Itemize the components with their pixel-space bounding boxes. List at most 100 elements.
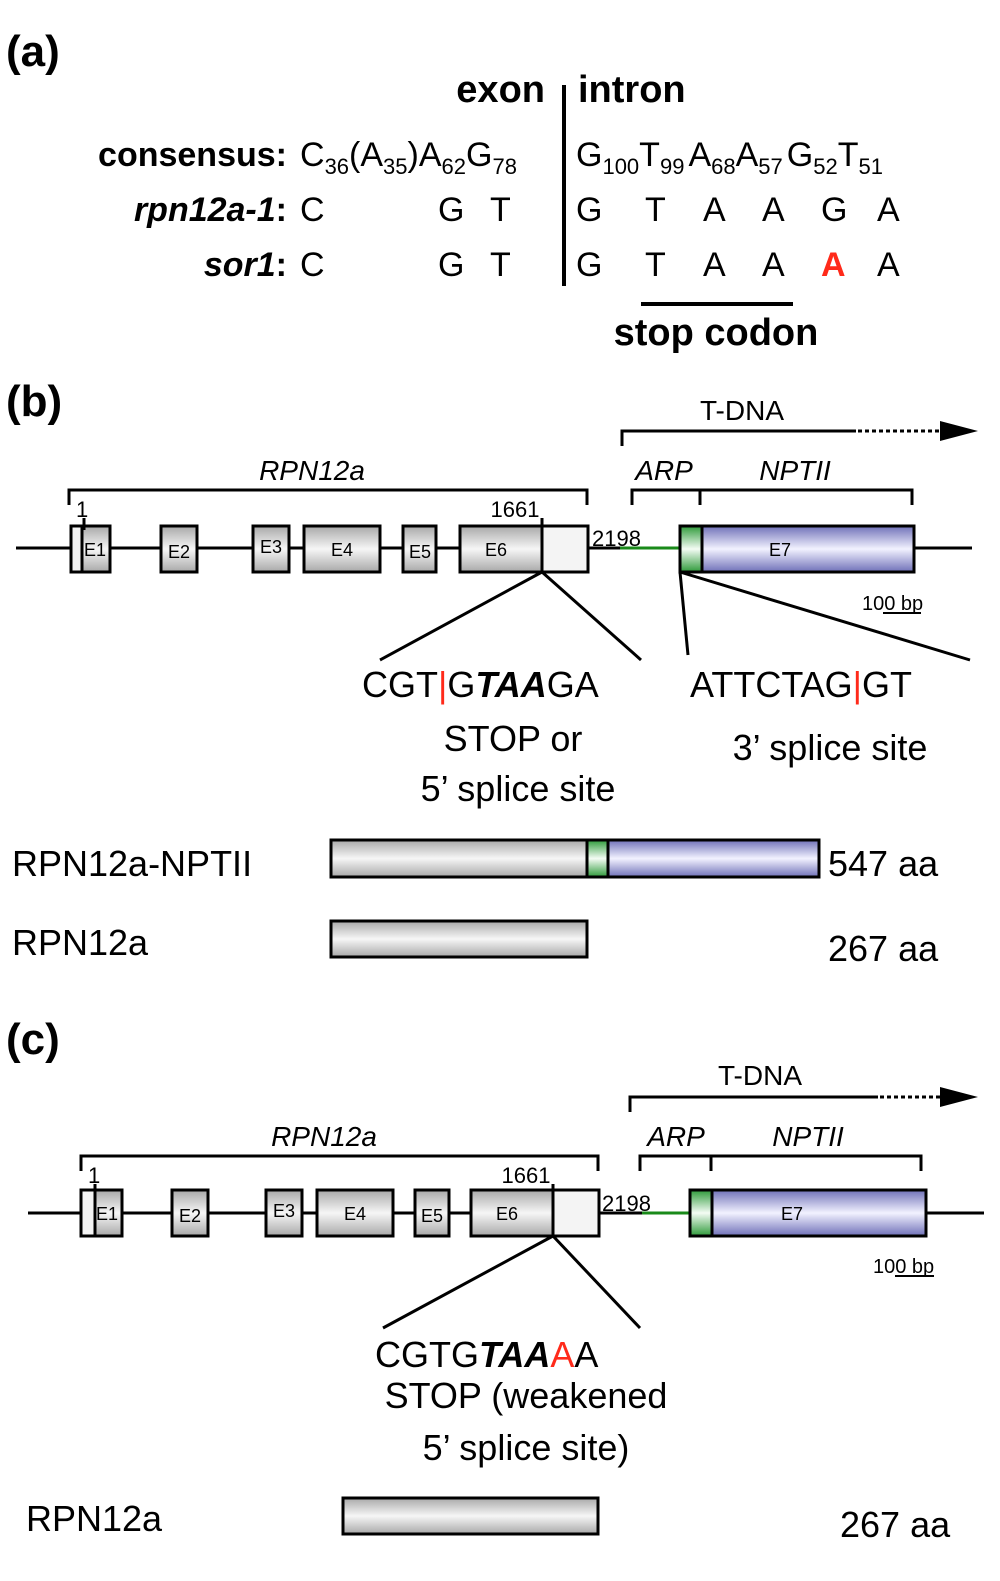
- tdna-label: T-DNA: [718, 1060, 802, 1091]
- exon-label: E2: [168, 542, 190, 562]
- base: T: [645, 191, 666, 229]
- zoom-line: [541, 570, 642, 662]
- exon-label: E2: [179, 1206, 201, 1226]
- base: G: [576, 136, 602, 174]
- tdna-label: T-DNA: [700, 395, 784, 426]
- frequency-subscript: 62: [442, 154, 466, 179]
- splice-motif-3prime: ATTCTAG|GT: [690, 664, 912, 705]
- exon-box-e6: [469, 1188, 555, 1238]
- note-5-splice-site: 5’ splice site): [423, 1427, 630, 1468]
- stop-codon-label: stop codon: [614, 312, 819, 354]
- allele-name: rpn12a-1: [134, 191, 276, 229]
- protein-bar-rpn12a-part: [329, 838, 589, 879]
- base: C: [300, 136, 325, 174]
- exon-label: E1: [96, 1204, 118, 1224]
- exon-label: E7: [781, 1204, 803, 1224]
- exon-box-e2: [159, 524, 199, 574]
- motif-segment: CGT: [362, 664, 438, 705]
- protein-length: 267 aa: [840, 1504, 951, 1545]
- rpn12a-bracket: [79, 1154, 600, 1171]
- exon-box-e5: [413, 1188, 451, 1238]
- exon-label: E7: [769, 540, 791, 560]
- motif-segment: GA: [547, 664, 599, 705]
- motif-segment: G: [447, 664, 475, 705]
- base: A: [877, 246, 900, 284]
- gene-label-nptii: NPTII: [772, 1121, 844, 1152]
- frequency-subscript: 78: [492, 154, 516, 179]
- frequency-subscript: 51: [859, 154, 883, 179]
- exon-label: E4: [331, 540, 353, 560]
- base: G: [438, 246, 464, 284]
- base: T: [838, 136, 859, 174]
- base: A: [703, 191, 726, 229]
- base: (A: [349, 136, 383, 174]
- utr-5-box: [69, 524, 84, 574]
- position-stop: 1661: [491, 497, 540, 522]
- base: T: [645, 246, 666, 284]
- colon: :: [276, 246, 287, 284]
- arp-box: [688, 1188, 714, 1238]
- zoom-line: [679, 570, 971, 662]
- frequency-subscript: 57: [758, 154, 782, 179]
- exon-box-e6: [458, 524, 544, 574]
- protein-name: RPN12a: [12, 922, 149, 963]
- row-label-rpn12a-1: rpn12a-1:: [134, 191, 287, 229]
- gene-label-arp: ARP: [645, 1121, 705, 1152]
- base: G: [787, 136, 813, 174]
- base: T: [490, 246, 511, 284]
- junction-marker: |: [438, 664, 447, 705]
- tdna-arrowhead-icon: [940, 1087, 978, 1107]
- exon-label: E3: [260, 537, 282, 557]
- splice-motif-5prime: CGT|GTAAGA: [362, 664, 599, 705]
- panel-a-label: (a): [6, 27, 60, 76]
- row-label-sor1: sor1:: [204, 246, 287, 284]
- sor1-row: sor1: C G T G T A A A A: [204, 246, 900, 284]
- tdna-arrowhead-icon: [940, 421, 978, 441]
- exon-label: E4: [344, 1204, 366, 1224]
- base: C: [300, 191, 325, 229]
- exon-header: exon: [456, 69, 545, 111]
- gene-label-arp: ARP: [633, 455, 693, 486]
- note-5-splice-site: 5’ splice site: [421, 768, 616, 809]
- protein-bar-nptii-part: [606, 838, 821, 879]
- arp-nptii-bracket: [638, 1154, 923, 1171]
- row-label-consensus: consensus:: [98, 136, 287, 174]
- gene-label-rpn12a: RPN12a: [259, 455, 365, 486]
- weakened-splice-motif: CGTGTAAAA: [375, 1334, 598, 1375]
- panel-b-label: (b): [6, 377, 62, 426]
- frequency-subscript: 36: [325, 154, 349, 179]
- exon-box-e1: [80, 524, 112, 574]
- base: G: [576, 191, 602, 229]
- scale-bar-label: 100 bp: [862, 593, 923, 615]
- frequency-subscript: 99: [660, 154, 684, 179]
- frequency-subscript: 100: [602, 154, 639, 179]
- gene-label-rpn12a: RPN12a: [271, 1121, 377, 1152]
- base: G: [466, 136, 492, 174]
- base: A: [703, 246, 726, 284]
- frequency-subscript: 52: [813, 154, 837, 179]
- base: )A: [408, 136, 442, 174]
- zoom-line: [382, 1234, 554, 1330]
- protein-length: 547 aa: [828, 843, 939, 884]
- exon-box-e4: [302, 524, 382, 574]
- protein-name: RPN12a-NPTII: [12, 843, 252, 884]
- utr-3-box: [540, 524, 590, 574]
- base: G: [821, 191, 847, 229]
- gene-label-nptii: NPTII: [759, 455, 831, 486]
- intron-header: intron: [578, 69, 686, 111]
- rpn12a-bracket: [67, 488, 589, 505]
- mutated-base: A: [550, 1334, 574, 1375]
- utr-3-box: [551, 1188, 601, 1238]
- arp-nptii-bracket: [630, 488, 914, 505]
- scale-bar-label: 100 bp: [873, 1256, 934, 1278]
- protein-bar-arp-part: [585, 838, 610, 879]
- arp-box: [678, 524, 704, 574]
- exon-label: E5: [421, 1206, 443, 1226]
- panel-c: (c) T-DNA RPN12a ARP NPTII 1 1661 2198 E…: [6, 1015, 984, 1545]
- exon-label: E6: [496, 1204, 518, 1224]
- utr-5-box: [79, 1188, 97, 1238]
- zoom-line: [551, 1234, 642, 1330]
